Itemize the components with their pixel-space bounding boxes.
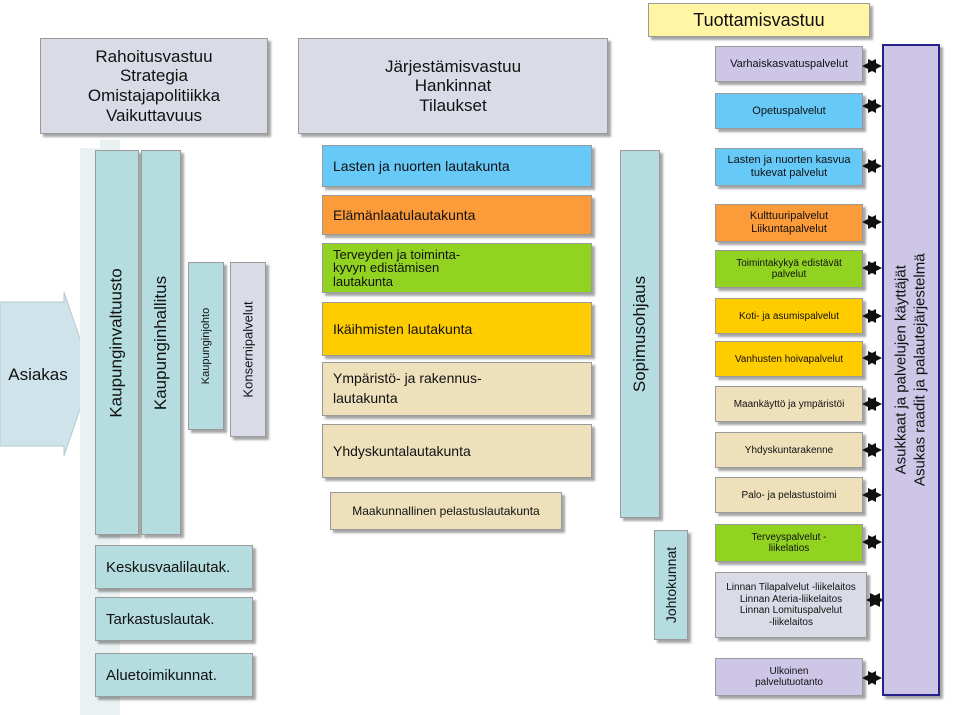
service-functional-ability: Toimintakykyä edistävät palvelut — [715, 250, 863, 288]
audit-board: Tarkastuslautak. — [95, 597, 253, 641]
contract-steering-bar: Sopimusohjaus — [620, 150, 660, 518]
service-external: Ulkoinen palvelutuotanto — [715, 658, 863, 696]
committee-children-youth: Lasten ja nuorten lautakunta — [322, 145, 592, 187]
service-culture-sports-label: Kulttuuripalvelut Liikuntapalvelut — [749, 210, 829, 235]
committee-elderly-label: Ikäihmisten lautakunta — [333, 321, 473, 337]
committee-quality-of-life: Elämänlaatulautakunta — [322, 195, 592, 235]
service-elderly-care: Vanhusten hoivapalvelut — [715, 341, 863, 377]
committee-environment-building-label: Ympäristö- ja rakennus- lautakunta — [333, 370, 482, 406]
residents-users-bar: Asukkaat ja palvelujen käyttäjät Asukas … — [882, 44, 940, 696]
organizing-box: Järjestämisvastuu Hankinnat Tilaukset — [298, 38, 608, 134]
central-election-board-label: Keskusvaalilautak. — [106, 558, 231, 576]
committee-elderly: Ikäihmisten lautakunta — [322, 302, 592, 356]
customer-label: Asiakas — [2, 350, 74, 400]
production-header: Tuottamisvastuu — [648, 3, 870, 37]
service-linna-enterprises: Linnan Tilapalvelut -liikelaitos Linnan … — [715, 572, 867, 638]
committee-health-functioning-label: Terveyden ja toiminta- kyvyn edistämisen… — [333, 246, 461, 289]
executive-boards-bar: Johtokunnat — [654, 530, 688, 640]
service-education-label: Opetuspalvelut — [752, 105, 826, 117]
customer-arrow — [0, 291, 92, 457]
service-rescue: Palo- ja pelastustoimi — [715, 477, 863, 513]
service-elderly-care-label: Vanhusten hoivapalvelut — [734, 353, 844, 365]
production-header-label: Tuottamisvastuu — [693, 9, 825, 30]
organizing-text: Järjestämisvastuu Hankinnat Tilaukset — [384, 56, 522, 115]
residents-users-line2: Asukas raadit ja palautejärjestelmä — [911, 253, 928, 487]
service-early-childhood-label: Varhaiskasvatuspalvelut — [730, 58, 848, 70]
service-home-housing-label: Koti- ja asumispalvelut — [738, 310, 840, 322]
service-land-use: Maankäyttö ja ympäristöi — [715, 386, 863, 422]
funding-box: Rahoitusvastuu Strategia Omistajapolitii… — [40, 38, 268, 134]
city-council-bar: Kaupunginvaltuusto — [95, 150, 139, 535]
committee-community: Yhdyskuntalautakunta — [322, 424, 592, 478]
service-land-use-label: Maankäyttö ja ympäristöi — [733, 398, 845, 410]
area-committees: Aluetoimikunnat. — [95, 653, 253, 697]
audit-board-label: Tarkastuslautak. — [106, 610, 215, 628]
committee-health-functioning: Terveyden ja toiminta- kyvyn edistämisen… — [322, 243, 592, 293]
committee-environment-building: Ympäristö- ja rakennus- lautakunta — [322, 362, 592, 416]
group-services-box: Konsernipalvelut — [230, 262, 266, 437]
service-linna-enterprises-label: Linnan Tilapalvelut -liikelaitos Linnan … — [726, 582, 856, 628]
service-health-enterprise: Terveyspalvelut - liikelatios — [715, 524, 863, 562]
committee-quality-of-life-label: Elämänlaatulautakunta — [333, 207, 476, 223]
committee-regional-rescue: Maakunnallinen pelastuslautakunta — [330, 492, 562, 530]
service-community-structure-label: Yhdyskuntarakenne — [744, 444, 834, 456]
area-committees-label: Aluetoimikunnat. — [106, 666, 217, 684]
committee-community-label: Yhdyskuntalautakunta — [333, 443, 471, 459]
residents-users-line1: Asukkaat ja palvelujen käyttäjät — [892, 265, 910, 475]
service-community-structure: Yhdyskuntarakenne — [715, 432, 863, 468]
service-rescue-label: Palo- ja pelastustoimi — [741, 489, 837, 501]
central-election-board: Keskusvaalilautak. — [95, 545, 253, 589]
service-culture-sports: Kulttuuripalvelut Liikuntapalvelut — [715, 204, 863, 242]
funding-text: Rahoitusvastuu Strategia Omistajapolitii… — [87, 46, 221, 125]
service-youth-support: Lasten ja nuorten kasvua tukevat palvelu… — [715, 148, 863, 186]
service-external-label: Ulkoinen palvelutuotanto — [755, 665, 823, 689]
city-management-box: Kaupunginjohto — [188, 262, 224, 430]
service-functional-ability-label: Toimintakykyä edistävät palvelut — [736, 257, 842, 281]
committee-regional-rescue-label: Maakunnallinen pelastuslautakunta — [352, 504, 540, 518]
service-home-housing: Koti- ja asumispalvelut — [715, 298, 863, 334]
service-youth-support-label: Lasten ja nuorten kasvua tukevat palvelu… — [727, 154, 851, 179]
committee-children-youth-label: Lasten ja nuorten lautakunta — [333, 158, 510, 174]
service-health-enterprise-label: Terveyspalvelut - liikelatios — [751, 531, 827, 555]
city-board-bar: Kaupunginhallitus — [141, 150, 181, 535]
customer-text: Asiakas — [8, 365, 68, 384]
